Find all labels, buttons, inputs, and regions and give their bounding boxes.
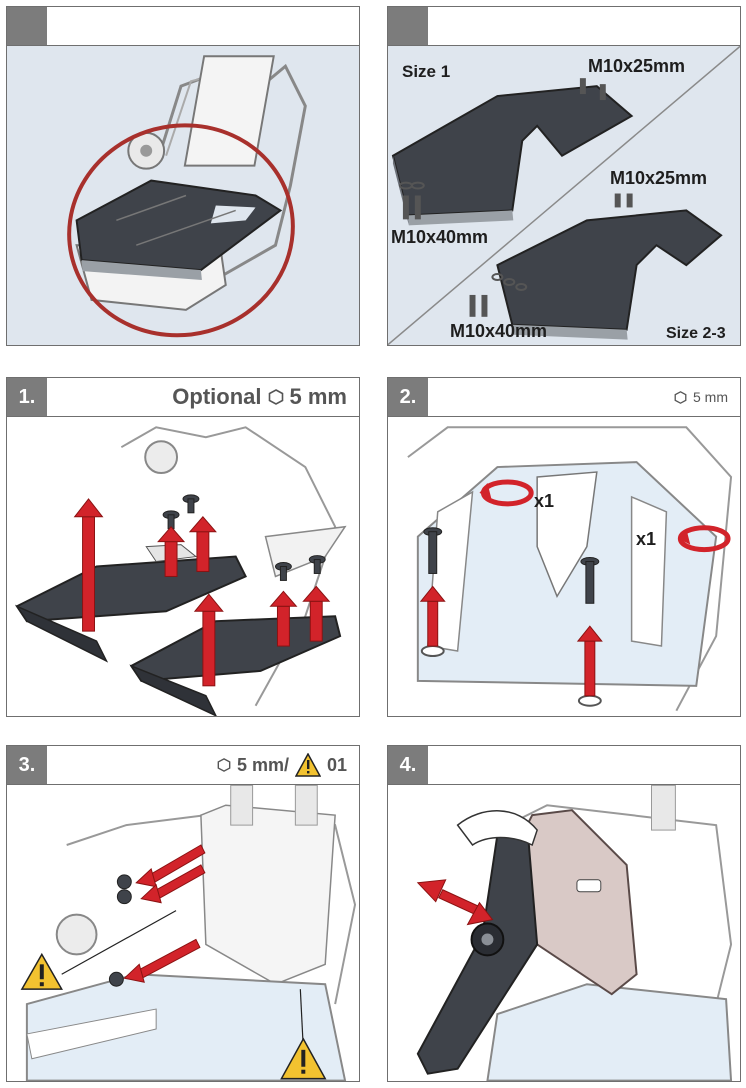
step-badge: 1. bbox=[7, 378, 47, 416]
right-screw-count: x1 bbox=[636, 529, 657, 549]
size23-label: Size 2-3 bbox=[666, 325, 726, 342]
hex-size-label: 5 mm bbox=[289, 384, 347, 409]
warning-icon bbox=[280, 1037, 327, 1080]
seat-overview-illustration bbox=[7, 46, 359, 345]
step-badge: 3. bbox=[7, 746, 47, 784]
panel-header: 4. bbox=[388, 746, 740, 785]
step2-panel: 2. 5 mm bbox=[387, 377, 741, 717]
step-badge: 2. bbox=[388, 378, 428, 416]
optional-label: Optional bbox=[172, 384, 262, 409]
step2-illustration: x1 x1 bbox=[388, 417, 740, 716]
step3-panel: 3. 5 mm/ 01 bbox=[6, 745, 360, 1082]
step-badge bbox=[7, 7, 47, 45]
warning-icon bbox=[294, 753, 321, 777]
hex-key-icon bbox=[674, 390, 687, 404]
plate-sizes-illustration: Size 1 M10x25mm M10x25mm M10x40mm M10x40… bbox=[388, 46, 740, 345]
step-badge bbox=[388, 7, 428, 45]
size1-top-screw-label: M10x25mm bbox=[588, 56, 686, 76]
step1-drawing bbox=[14, 426, 347, 716]
size23-bottom-screw-label: M10x40mm bbox=[450, 321, 548, 341]
step4-illustration bbox=[388, 785, 740, 1081]
step1-panel: 1. Optional 5 mm bbox=[6, 377, 360, 717]
hex-key-icon bbox=[217, 758, 231, 772]
step2-header-info: 5 mm bbox=[674, 378, 728, 416]
panel-header bbox=[388, 7, 740, 46]
panel-header: 3. 5 mm/ 01 bbox=[7, 746, 359, 785]
panel-header: 2. 5 mm bbox=[388, 378, 740, 417]
seat-overview-drawing bbox=[67, 55, 307, 338]
step4-drawing bbox=[416, 785, 733, 1081]
step1-illustration bbox=[7, 417, 359, 716]
step4-panel: 4. bbox=[387, 745, 741, 1082]
overview-panel bbox=[6, 6, 360, 346]
hex-size-label: 5 mm bbox=[693, 389, 728, 405]
step3-header-info: 5 mm/ 01 bbox=[217, 746, 347, 784]
hex-size-label: 5 mm/ bbox=[236, 754, 289, 775]
reference-number: 01 bbox=[326, 754, 347, 775]
panel-header: 1. Optional 5 mm bbox=[7, 378, 359, 417]
plate-sizes-drawing bbox=[388, 46, 740, 345]
step-badge: 4. bbox=[388, 746, 428, 784]
step2-drawing bbox=[407, 426, 733, 712]
step1-header-info: Optional 5 mm bbox=[172, 378, 347, 416]
warning-icon bbox=[20, 952, 63, 990]
size23-top-screw-label: M10x25mm bbox=[610, 168, 708, 188]
size1-label: Size 1 bbox=[402, 62, 451, 81]
step3-drawing bbox=[20, 785, 357, 1081]
hex-key-icon bbox=[268, 389, 283, 405]
size1-bottom-screw-label: M10x40mm bbox=[391, 227, 489, 247]
left-screw-count: x1 bbox=[534, 491, 555, 511]
step3-illustration bbox=[7, 785, 359, 1081]
panel-header bbox=[7, 7, 359, 46]
plate-sizes-panel: Size 1 M10x25mm M10x25mm M10x40mm M10x40… bbox=[387, 6, 741, 346]
